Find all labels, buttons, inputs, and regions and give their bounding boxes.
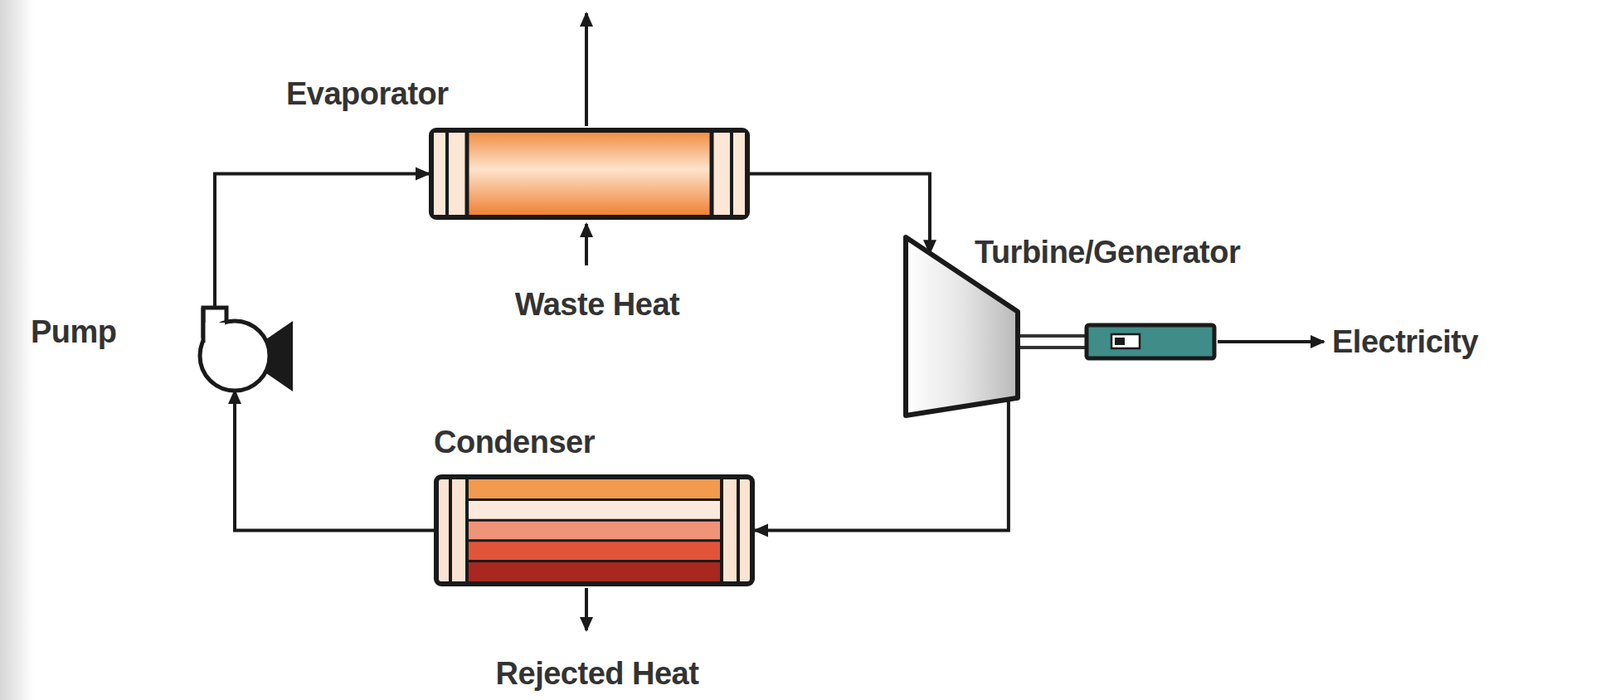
end-cap-line bbox=[465, 130, 470, 218]
output-label: Electricity bbox=[1332, 322, 1479, 361]
generator bbox=[1086, 325, 1215, 359]
tube-line bbox=[466, 519, 722, 522]
pump: Pump bbox=[183, 306, 297, 399]
pump-shape bbox=[183, 306, 297, 399]
tube-band bbox=[438, 560, 750, 582]
end-cap-line bbox=[445, 130, 449, 218]
condenser-body bbox=[436, 476, 753, 584]
shaft bbox=[1018, 345, 1089, 350]
end-cap-line bbox=[448, 476, 453, 584]
generator-window bbox=[1111, 334, 1140, 349]
flow-line bbox=[214, 174, 429, 307]
component-name: Evaporator bbox=[286, 74, 449, 113]
flow-line bbox=[754, 398, 1009, 531]
end-cap-line bbox=[729, 130, 734, 218]
power-arrow bbox=[1217, 340, 1324, 344]
tube-line bbox=[466, 539, 722, 542]
end-cap-line bbox=[719, 476, 724, 584]
heat-sink-label: Rejected Heat bbox=[496, 654, 700, 693]
end-cap-line bbox=[465, 476, 469, 584]
condenser-outline bbox=[436, 476, 753, 584]
heat-source-label: Waste Heat bbox=[515, 285, 680, 324]
turbine: Turbine/Generator bbox=[903, 234, 1021, 419]
tube-line bbox=[466, 498, 722, 501]
heat-in-arrow bbox=[584, 223, 589, 266]
pump-outlet-edge bbox=[201, 307, 206, 343]
condenser: Condenser bbox=[433, 474, 755, 587]
pump-casing bbox=[199, 320, 270, 391]
heat-out-arrow bbox=[584, 588, 589, 631]
tube-line bbox=[466, 559, 722, 563]
evaporator-body bbox=[431, 130, 748, 218]
flow-line bbox=[749, 174, 930, 254]
evaporator: Evaporator bbox=[428, 127, 750, 220]
end-cap bbox=[721, 479, 750, 582]
exhaust-arrow bbox=[584, 13, 589, 127]
end-cap-line bbox=[736, 476, 740, 584]
evaporator-shape bbox=[428, 127, 750, 220]
tube-band bbox=[438, 540, 750, 562]
condenser-shape bbox=[433, 474, 755, 587]
tube-band bbox=[438, 520, 750, 541]
end-cap bbox=[711, 132, 745, 215]
component-name: Condenser bbox=[433, 423, 595, 462]
end-cap bbox=[438, 479, 467, 582]
end-cap bbox=[433, 132, 467, 215]
tube-band bbox=[438, 479, 750, 501]
component-name: Pump bbox=[30, 312, 117, 351]
end-cap-line bbox=[710, 130, 715, 218]
flow-line bbox=[234, 390, 434, 531]
side-shade bbox=[0, 0, 34, 700]
pump-outlet-fill bbox=[204, 322, 225, 343]
component-name: Turbine/Generator bbox=[974, 233, 1241, 272]
generator-window bbox=[1114, 337, 1125, 346]
shaft bbox=[1018, 334, 1089, 338]
tube-band bbox=[438, 500, 750, 521]
